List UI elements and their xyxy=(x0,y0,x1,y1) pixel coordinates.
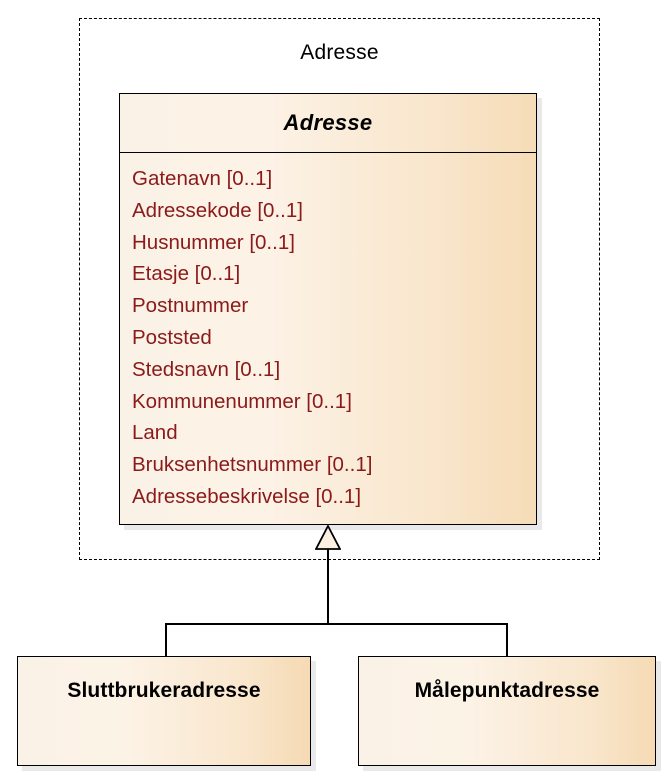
attribute-husnummer: Husnummer [0..1] xyxy=(132,230,295,254)
package-title: Adresse xyxy=(300,41,379,64)
attribute-adressekode: Adressekode [0..1] xyxy=(132,198,303,222)
class-name-sluttbrukeradresse: Sluttbrukeradresse xyxy=(67,679,261,702)
class-name-compartment: Adresse xyxy=(120,94,536,153)
attribute-etasje: Etasje [0..1] xyxy=(132,262,241,286)
attribute-postnummer: Postnummer xyxy=(132,294,249,318)
class-attributes-compartment: Gatenavn [0..1] Adressekode [0..1] Husnu… xyxy=(120,153,536,513)
attribute-adressebeskrivelse: Adressebeskrivelse [0..1] xyxy=(132,484,362,508)
connector-branch-left xyxy=(165,623,167,657)
class-name-adresse: Adresse xyxy=(283,110,373,135)
attribute-kommunenummer: Kommunenummer [0..1] xyxy=(132,389,352,413)
class-box-adresse[interactable]: Adresse Gatenavn [0..1] Adressekode [0..… xyxy=(119,93,537,525)
package-adresse[interactable]: Adresse xyxy=(79,18,600,560)
connector-horizontal-bar xyxy=(165,623,508,625)
class-box-sluttbrukeradresse[interactable]: Sluttbrukeradresse xyxy=(17,656,311,766)
connector-stem-vertical xyxy=(327,549,329,625)
generalization-triangle-icon xyxy=(315,525,341,550)
attribute-poststed: Poststed xyxy=(132,325,212,349)
connector-branch-right xyxy=(506,623,508,657)
attribute-land: Land xyxy=(132,421,178,445)
attribute-gatenavn: Gatenavn [0..1] xyxy=(132,167,273,190)
attribute-bruksenhetsnummer: Bruksenhetsnummer [0..1] xyxy=(132,453,373,477)
attribute-stedsnavn: Stedsnavn [0..1] xyxy=(132,357,281,381)
class-box-malepunktadresse[interactable]: Målepunktadresse xyxy=(358,656,656,766)
class-name-malepunktadresse: Målepunktadresse xyxy=(414,679,600,702)
